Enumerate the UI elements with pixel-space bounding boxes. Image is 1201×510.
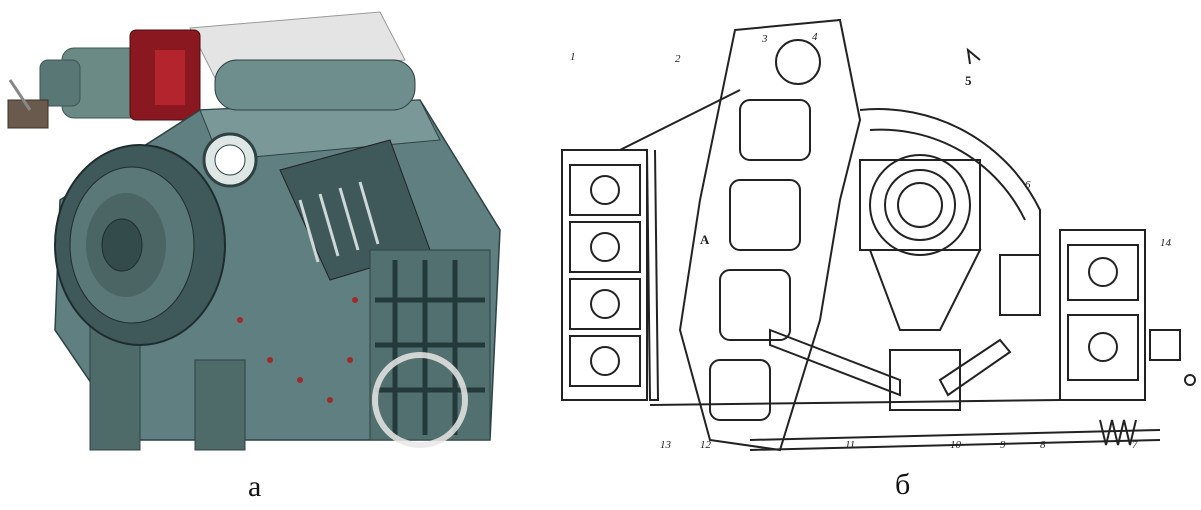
fixed-jaw-frame — [561, 149, 648, 401]
callout-13: 13 — [660, 439, 672, 451]
flywheel-outline — [859, 108, 1041, 260]
callout-A: A — [700, 232, 710, 247]
jaw-crusher-3d-render — [7, 11, 501, 451]
front-toggle-plate — [769, 328, 901, 397]
callout-14: 14 — [1160, 237, 1172, 249]
caption-a: а — [248, 470, 262, 503]
swing-jaw — [678, 18, 862, 452]
callout-12: 12 — [700, 439, 712, 451]
rear-toggle-plate — [938, 338, 1012, 397]
pitman — [868, 249, 982, 331]
callout-3: 3 — [761, 33, 768, 45]
callout-9: 9 — [1000, 439, 1006, 451]
tension-rod — [749, 429, 1161, 441]
callout-7: 7 — [1132, 439, 1138, 451]
callout-8: 8 — [1040, 439, 1046, 451]
eccentric-bearing — [869, 154, 971, 256]
callout-5: 5 — [965, 73, 972, 88]
rear-frame — [1059, 229, 1146, 401]
flywheel — [54, 144, 226, 346]
caption-b: б — [895, 468, 911, 501]
jaw-crusher-section-drawing: 1 2 3 4 5 6 14 A 13 12 11 10 9 8 7 — [561, 18, 1196, 452]
callout-11: 11 — [845, 439, 855, 451]
callout-labels: 1 2 3 4 5 6 14 A 13 12 11 10 9 8 7 — [570, 31, 1172, 451]
callout-1: 1 — [570, 51, 576, 63]
spring — [1099, 419, 1137, 446]
callout-2: 2 — [675, 53, 681, 65]
callout-10: 10 — [950, 439, 962, 451]
callout-4: 4 — [812, 31, 818, 43]
electric-motor — [7, 29, 201, 129]
callout-6: 6 — [1025, 179, 1031, 191]
